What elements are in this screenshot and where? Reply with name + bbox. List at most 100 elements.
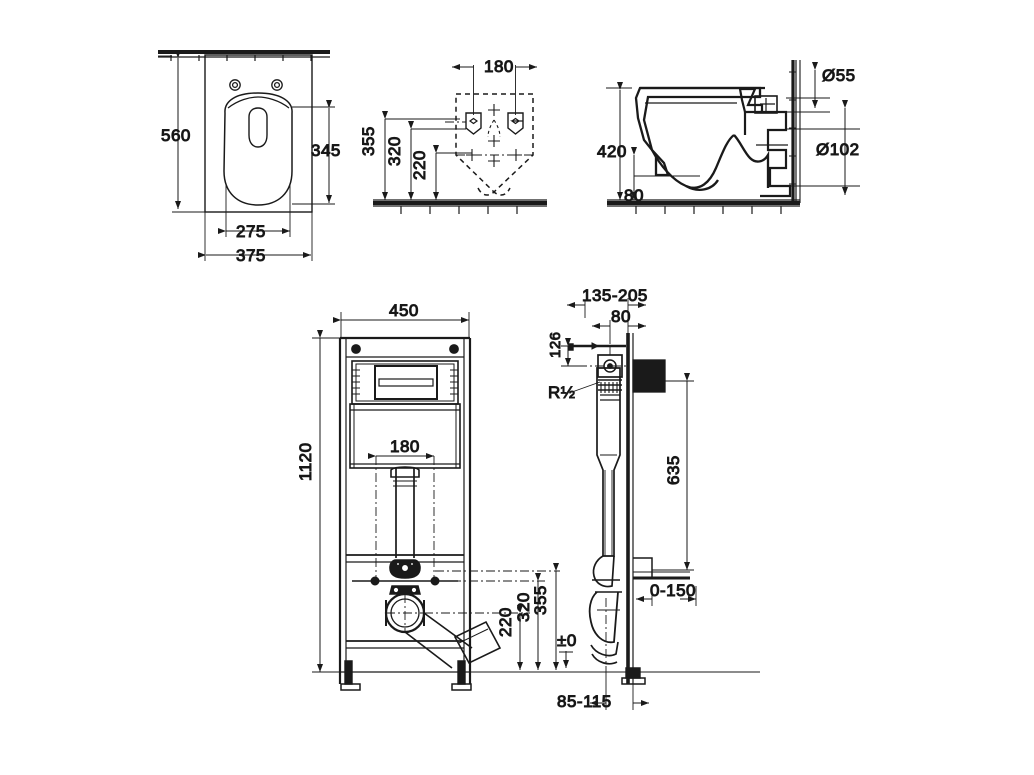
dim-355-wallmount: 355 [359, 111, 460, 200]
dim-345: 345 [292, 100, 341, 205]
wc-rear-nose [477, 187, 511, 196]
dim-275: 275 [218, 185, 291, 242]
dim-1120: 1120 [296, 330, 340, 673]
waste-socket-ring-1 [590, 641, 619, 657]
frame-side-foot [621, 677, 646, 685]
view-frame-side: 135-205 80 126 R½ 635 [547, 286, 697, 712]
dim-label-320-frame: 320 [514, 592, 533, 622]
waste-bend-upper [592, 555, 615, 588]
frame-bolt-right [449, 344, 459, 354]
dim-560: 560 [158, 50, 205, 213]
cistern-downpipe-lines [604, 470, 613, 556]
dim-label-r-half: R½ [548, 383, 575, 402]
wc-rear-face-profile [760, 110, 792, 198]
dim-0-150: 0-150 [636, 581, 697, 606]
dim-375: 375 [198, 212, 313, 266]
elbow-diagonal-1 [423, 612, 473, 649]
flush-connector-bore [400, 563, 410, 573]
inlet-valve-ribs [598, 379, 622, 391]
fixing-bolt-left [370, 576, 380, 586]
dim-420: 420 [597, 82, 632, 200]
dim-label-0-150: 0-150 [650, 581, 696, 600]
fixing-hole-right [271, 79, 283, 91]
cistern-inner-walls [353, 404, 457, 468]
dim-label-635: 635 [664, 455, 683, 485]
dim-135-205: 135-205 [567, 286, 648, 333]
dim-635: 635 [652, 373, 694, 571]
wc-flush-inlet-block [738, 87, 764, 114]
dim-r-half: R½ [548, 381, 601, 403]
dim-label-d102: Ø102 [816, 140, 860, 159]
dim-450: 450 [333, 301, 470, 338]
fixing-plate-left [465, 112, 482, 135]
dim-label-1120: 1120 [296, 442, 315, 481]
dim-label-85-115: 85-115 [557, 692, 612, 711]
water-supply-end [568, 343, 574, 351]
water-supply-arrow [591, 342, 600, 350]
dim-80-frame: 80 [592, 307, 646, 344]
dim-label-220-frame: 220 [496, 607, 515, 637]
flush-pipe [395, 468, 415, 558]
dim-label-420: 420 [597, 142, 627, 161]
waste-flange-bolt-right [410, 586, 418, 594]
wc-water-spot [248, 107, 268, 148]
dim-label-375: 375 [236, 246, 266, 265]
dim-d55: Ø55 [786, 62, 856, 113]
dim-label-560: 560 [161, 126, 191, 145]
frame-foot-right [451, 683, 472, 691]
dim-label-d55: Ø55 [822, 66, 856, 85]
dim-320-wallmount: 320 [385, 121, 466, 200]
dim-label-275: 275 [236, 222, 266, 241]
fixing-hole-left [229, 79, 241, 91]
wc-trapway-curve [733, 134, 770, 188]
wc-inlet-cross [760, 98, 775, 112]
dim-label-355-wallmount: 355 [359, 126, 378, 156]
dim-label-80-side: 80 [624, 186, 644, 205]
dim-label-datum-zero: ±0 [557, 631, 577, 650]
view-wc-plan-front: 560 345 275 375 [158, 50, 341, 266]
dim-label-220-wallmount: 220 [410, 150, 429, 180]
floor-symbol-wallmount [373, 199, 547, 214]
dim-label-345: 345 [311, 141, 341, 160]
dim-label-320-wallmount: 320 [385, 136, 404, 166]
inlet-valve-lower-ribs [600, 394, 620, 401]
dim-220-frame: 220 [496, 605, 523, 670]
view-wc-side-section: 420 80 Ø55 Ø102 [597, 60, 860, 214]
dim-label-180-wallmount: 180 [484, 57, 514, 76]
datum-zero: ±0 [557, 631, 577, 668]
waste-socket-ring-2 [591, 653, 618, 665]
floor-symbol-side [607, 199, 800, 214]
view-wc-wall-mount: 180 355 320 220 [359, 57, 547, 214]
wc-bowl-bottom [685, 179, 719, 191]
actuator-left-ribs [352, 369, 360, 395]
cistern-body [349, 403, 461, 469]
dim-label-355-frame: 355 [531, 585, 550, 615]
dim-label-126: 126 [547, 331, 564, 358]
dim-d102: Ø102 [786, 100, 860, 195]
dim-180-wallmount: 180 [452, 57, 537, 77]
dim-label-450: 450 [389, 301, 419, 320]
frame-bolt-left [351, 344, 361, 354]
waste-flange-bolt-left [392, 586, 400, 594]
wc-bowl-outline [223, 92, 293, 206]
fixing-plate-right [507, 112, 524, 135]
inlet-valve-serrations [600, 382, 618, 393]
flush-plate [374, 365, 438, 400]
flush-pipe-collar [390, 466, 420, 478]
wall-symbol-plan [158, 50, 330, 61]
wc-outline-plan [204, 54, 313, 213]
outlet-bend-line [458, 628, 489, 644]
outlet-bend-box [453, 620, 502, 665]
frame-foot-left [340, 683, 361, 691]
dim-label-80-frame: 80 [611, 307, 631, 326]
dim-180-frame: 180 [368, 437, 435, 585]
waste-bend-lower [588, 591, 619, 644]
view-frame-front: 450 1120 180 355 320 [296, 301, 760, 691]
wc-bowl-rim-line [227, 96, 290, 109]
wc-bowl-inner-curve [650, 134, 735, 189]
flush-plate-button [378, 378, 434, 387]
wall-symbol-side [789, 60, 801, 203]
